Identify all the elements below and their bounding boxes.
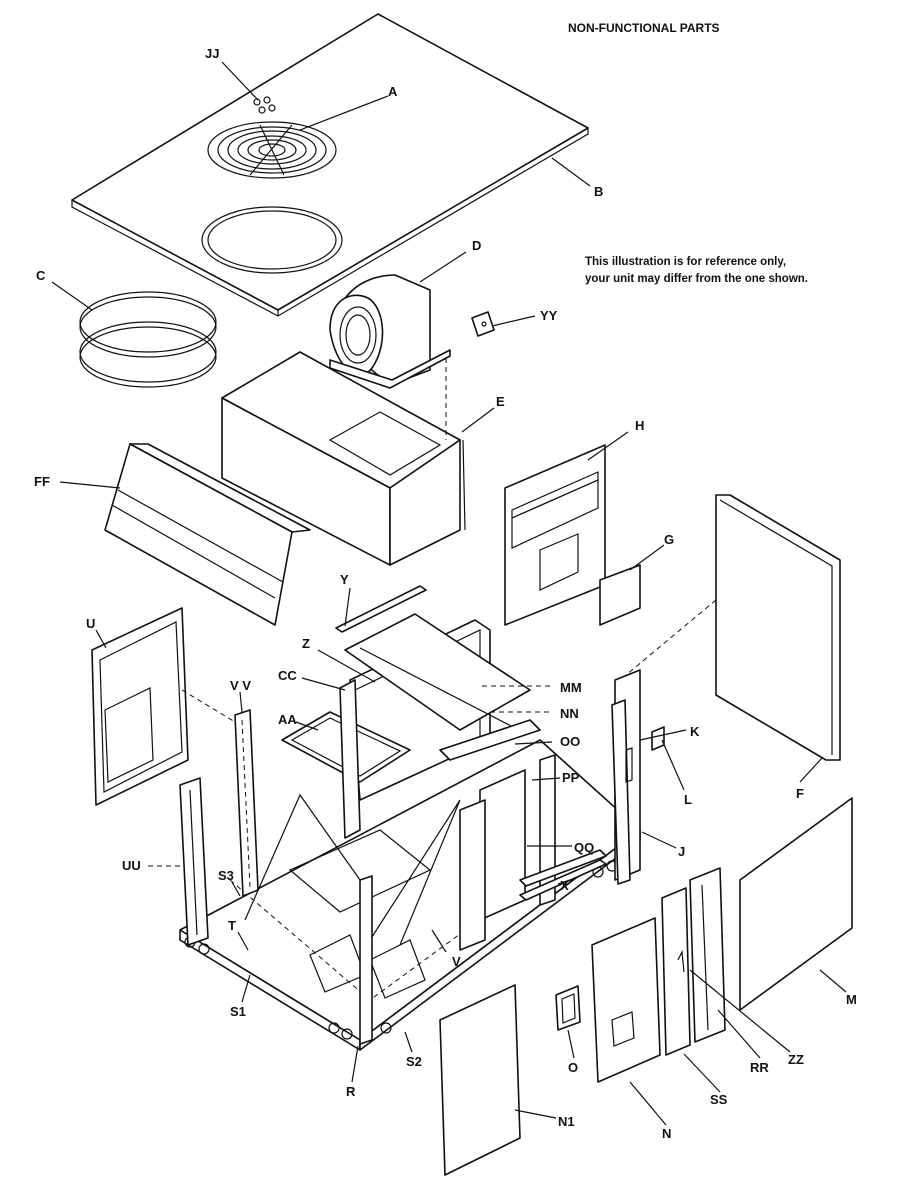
fan-guard-a <box>207 121 337 179</box>
switch-plate-o <box>555 985 581 1031</box>
label-aa: AA <box>278 712 297 727</box>
label-b: B <box>594 184 603 199</box>
rail-x <box>519 859 607 901</box>
label-oo: OO <box>560 734 580 749</box>
label-u: U <box>86 616 95 631</box>
panel-ff <box>104 443 311 626</box>
label-g: G <box>664 532 674 547</box>
label-vv: V V <box>230 678 251 693</box>
label-n: N <box>662 1126 671 1141</box>
label-k: K <box>690 724 700 739</box>
coil-v <box>369 799 486 951</box>
label-h: H <box>635 418 644 433</box>
label-ss: SS <box>710 1092 728 1107</box>
label-s1: S1 <box>230 1004 246 1019</box>
rail-y <box>335 585 427 633</box>
clip-zz <box>677 949 685 973</box>
label-z: Z <box>302 636 310 651</box>
label-qq: QQ <box>574 840 594 855</box>
blower-deck-e <box>221 351 466 566</box>
label-uu: UU <box>122 858 141 873</box>
panel-m <box>739 797 853 1011</box>
label-o: O <box>568 1060 578 1075</box>
top-panel-b <box>71 13 589 317</box>
reference-note-line1: This illustration is for reference only, <box>585 256 786 268</box>
label-v: V <box>452 954 461 969</box>
orifice-rings-c <box>79 291 217 388</box>
label-r: R <box>346 1084 356 1099</box>
label-zz: ZZ <box>788 1052 804 1067</box>
label-cc: CC <box>278 668 297 683</box>
label-m: M <box>846 992 857 1007</box>
label-c: C <box>36 268 46 283</box>
label-x: X <box>560 878 569 893</box>
side-panel-f <box>619 494 841 761</box>
panel-n1 <box>439 984 521 1176</box>
cover-plate-g <box>599 564 641 626</box>
leader-lines <box>51 61 847 1126</box>
label-rr: RR <box>750 1060 769 1075</box>
access-panel-n <box>591 917 661 1083</box>
coil-t <box>244 793 361 921</box>
part-labels: JJ A B C D YY E FF H G F Y U Z CC V V MM… <box>34 46 857 1141</box>
label-mm: MM <box>560 680 582 695</box>
label-n1: N1 <box>558 1114 575 1129</box>
label-a: A <box>388 84 398 99</box>
label-ff: FF <box>34 474 50 489</box>
upright-uu <box>179 777 209 946</box>
label-y: Y <box>340 572 349 587</box>
upright-vv <box>234 709 259 897</box>
label-e: E <box>496 394 505 409</box>
label-yy: YY <box>540 308 558 323</box>
diagram-header: NON-FUNCTIONAL PARTS <box>568 21 720 35</box>
upright-cc <box>339 679 361 839</box>
label-d: D <box>472 238 481 253</box>
label-s3: S3 <box>218 868 234 883</box>
label-pp: PP <box>562 770 580 785</box>
post-r <box>359 875 373 1045</box>
blower-housing-d <box>329 274 451 389</box>
reference-note-line2: your unit may differ from the one shown. <box>585 273 808 285</box>
label-nn: NN <box>560 706 579 721</box>
control-panel-h <box>504 444 606 626</box>
label-jj: JJ <box>205 46 219 61</box>
corner-post-k <box>611 699 633 885</box>
upright-rr <box>689 867 726 1043</box>
side-panel-u <box>91 607 241 806</box>
label-t: T <box>228 918 236 933</box>
label-j: J <box>678 844 685 859</box>
label-f: F <box>796 786 804 801</box>
label-s2: S2 <box>406 1054 422 1069</box>
bracket-yy <box>471 311 495 337</box>
upright-ss <box>661 887 691 1056</box>
plate-l <box>651 726 665 751</box>
label-l: L <box>684 792 692 807</box>
